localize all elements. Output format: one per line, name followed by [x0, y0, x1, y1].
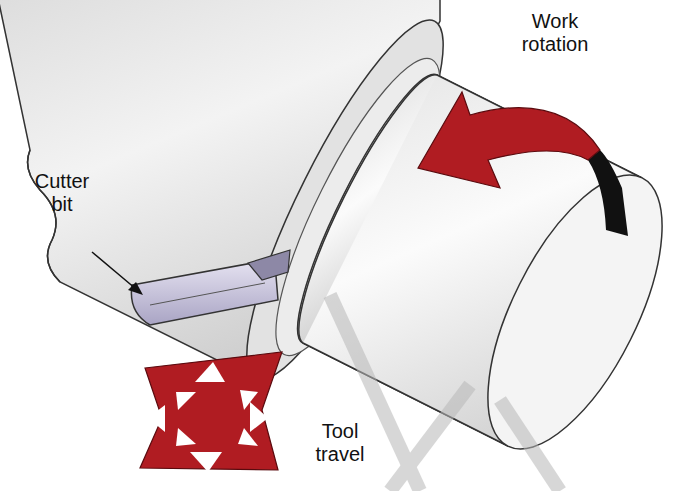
cutter-tip: [248, 250, 290, 280]
leader-line: [92, 252, 136, 289]
rotation-arrow: [418, 92, 600, 188]
groove-edge: [299, 75, 437, 343]
end-face: [452, 150, 687, 474]
rotation-label: Work rotation: [505, 10, 605, 56]
cutter-label: Cutter bit: [22, 170, 102, 216]
cutter-edge: [150, 283, 265, 305]
rotation-arrow-shadow: [588, 150, 628, 236]
tool-travel-arrows: [140, 352, 282, 472]
watermark: [330, 295, 560, 491]
leader-arrowhead: [128, 282, 143, 295]
break-line: [28, 150, 60, 282]
travel-label: Tool travel: [300, 420, 380, 466]
